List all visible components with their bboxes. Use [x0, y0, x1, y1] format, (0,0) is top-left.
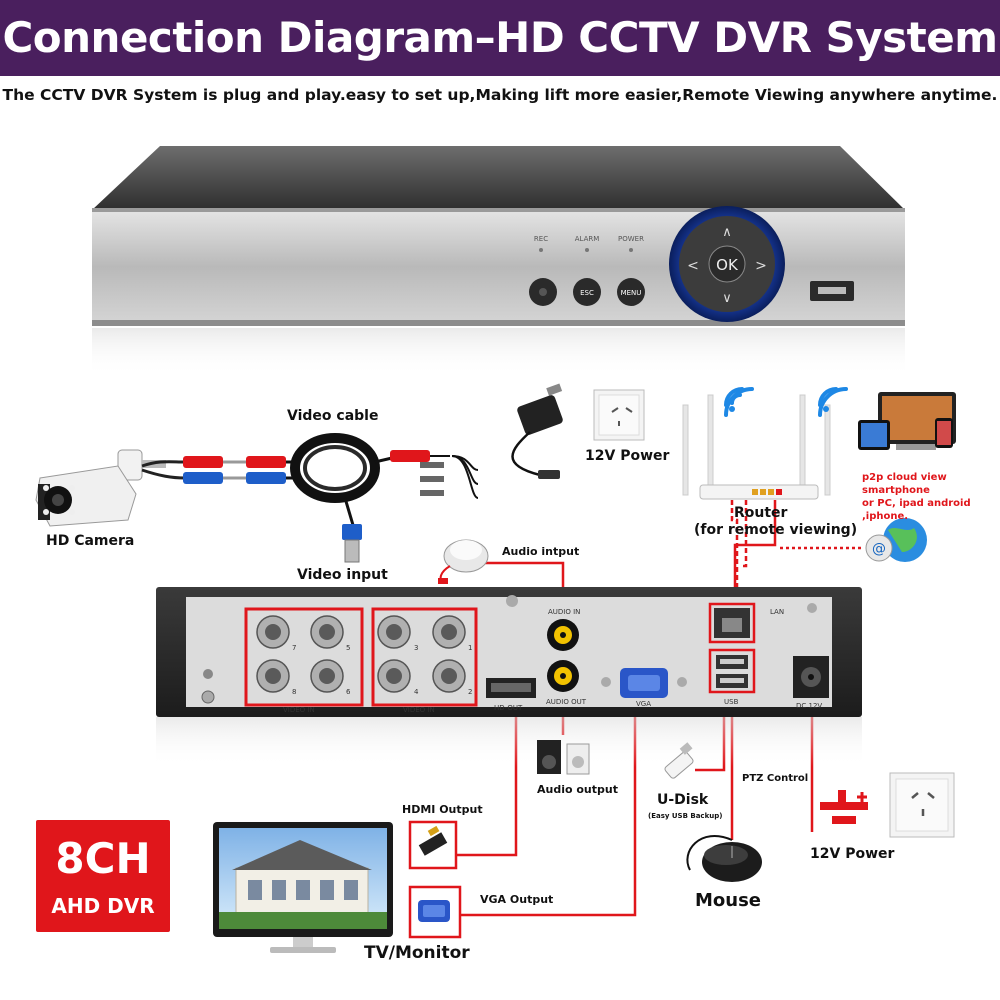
hd-out-label: HD-OUT	[494, 704, 522, 712]
alarm-led-label: ALARM	[575, 235, 600, 243]
router-icon	[683, 395, 830, 499]
svg-text:∨: ∨	[722, 291, 732, 306]
dvr-front-unit: REC ALARM POWER ESC MENU OK ∧ ∨ < >	[92, 146, 905, 376]
power-label-bottom: 12V Power	[810, 846, 894, 862]
svg-text:∧: ∧	[722, 225, 732, 240]
channel-number: 2	[468, 688, 472, 696]
channel-number: 4	[414, 688, 418, 696]
microphone-icon	[438, 540, 488, 584]
dc12v-label: DC 12V	[796, 702, 822, 710]
channel-number: 8	[292, 688, 296, 696]
hd-camera-label: HD Camera	[46, 533, 134, 549]
internet-globe-icon: @	[866, 518, 927, 562]
audio-input-label: Audio intput	[502, 545, 579, 558]
vga-output-label: VGA Output	[480, 893, 553, 906]
usb-port-label: USB	[724, 698, 738, 706]
hdmi-output-label: HDMI Output	[402, 803, 483, 816]
cloud-view-note-line2: or PC, ipad android ,iphone.	[862, 497, 1000, 523]
video-in-label-right: VIDEO IN	[403, 706, 435, 714]
channel-number: 3	[414, 644, 418, 652]
channel-badge-count: 8CH	[36, 834, 170, 883]
mouse-icon	[687, 836, 762, 882]
svg-text:ESC: ESC	[580, 289, 594, 297]
router-label: Router	[734, 505, 787, 521]
audio-output-label: Audio output	[537, 783, 618, 796]
power-led-label: POWER	[618, 235, 644, 243]
vga-cable-icon	[410, 887, 460, 937]
router-note: (for remote viewing)	[694, 522, 857, 538]
video-cable	[142, 438, 478, 562]
cloud-view-note: p2p cloud view smartphone or PC, ipad an…	[862, 471, 1000, 523]
udisk-label: U-Disk	[657, 792, 708, 808]
svg-text:@: @	[872, 541, 886, 557]
svg-text:<: <	[687, 258, 699, 274]
video-in-label-left: VIDEO IN	[283, 706, 315, 714]
video-cable-label: Video cable	[287, 408, 378, 424]
wall-socket-icon	[890, 773, 954, 837]
wifi-icon	[726, 389, 752, 415]
tv-monitor-label: TV/Monitor	[364, 943, 470, 963]
remote-devices-icon	[858, 392, 956, 450]
tv-monitor-icon	[213, 822, 393, 953]
channel-number: 7	[292, 644, 296, 652]
hd-camera-icon	[36, 450, 166, 526]
lan-port-label: LAN	[770, 608, 784, 616]
cloud-view-note-line1: p2p cloud view smartphone	[862, 471, 1000, 497]
video-input-label: Video input	[297, 567, 388, 583]
wifi-icon	[820, 389, 846, 415]
red-rca-plug	[183, 456, 223, 468]
ok-button-label: OK	[716, 256, 739, 274]
channel-number: 1	[468, 644, 472, 652]
ptz-control-label: PTZ Control	[742, 773, 808, 784]
channel-badge-type: AHD DVR	[36, 894, 170, 918]
audio-out-label: AUDIO OUT	[546, 698, 586, 706]
svg-text:>: >	[755, 258, 767, 274]
blue-bnc-plug	[183, 472, 223, 484]
channel-number: 6	[346, 688, 350, 696]
udisk-note: (Easy USB Backup)	[648, 812, 722, 820]
power-label-top: 12V Power	[585, 448, 669, 464]
rec-led-label: REC	[534, 235, 548, 243]
hdmi-cable-icon	[410, 822, 456, 868]
mouse-label: Mouse	[695, 890, 761, 911]
dvr-rear-panel	[156, 587, 862, 767]
audio-in-label: AUDIO IN	[548, 608, 580, 616]
channel-number: 5	[346, 644, 350, 652]
power-adapter-top	[513, 383, 645, 479]
svg-text:MENU: MENU	[621, 289, 642, 297]
dc-power-symbol-icon	[820, 790, 868, 824]
channel-badge: 8CH AHD DVR	[36, 820, 170, 932]
vga-port-label: VGA	[636, 700, 651, 708]
